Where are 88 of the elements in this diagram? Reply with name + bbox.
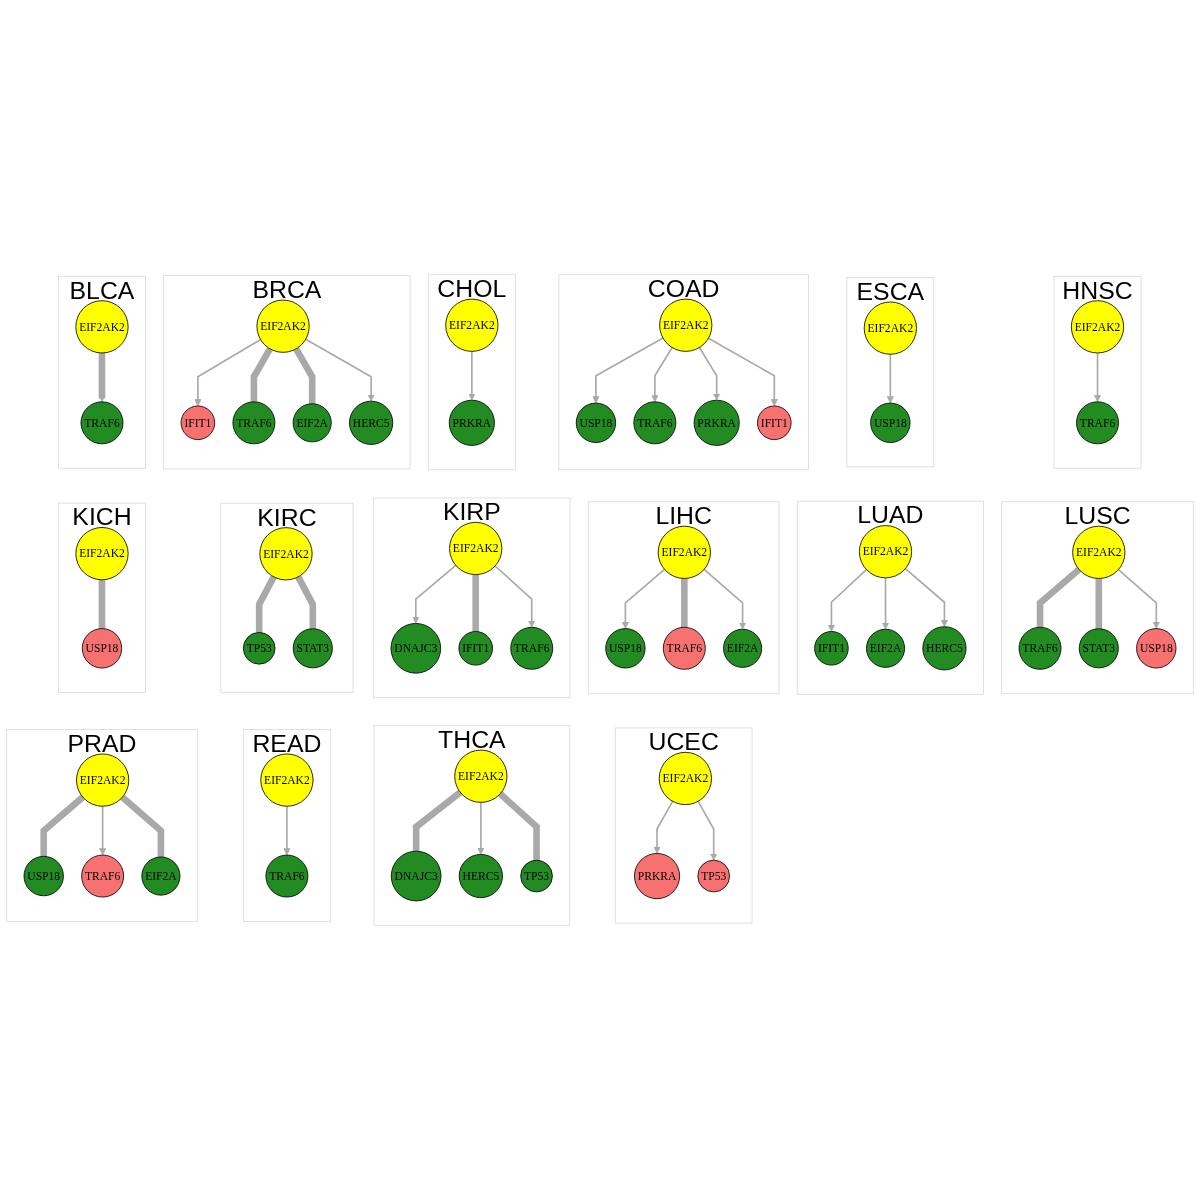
arrow — [698, 346, 721, 401]
node-circle: IFIT1 — [814, 631, 849, 666]
node-circle: USP18 — [605, 628, 646, 669]
arrow — [827, 568, 868, 632]
connector — [98, 579, 106, 629]
arrow — [653, 800, 674, 854]
node-circle: HERC5 — [458, 854, 503, 899]
node-circle: IFIT1 — [757, 405, 792, 441]
connector — [255, 575, 277, 633]
node-circle: USP18 — [1136, 628, 1177, 669]
arrow — [621, 568, 666, 629]
node-circle: TRAF6 — [510, 626, 554, 670]
node-circle: TRAF6 — [80, 401, 124, 445]
connector — [120, 794, 165, 857]
node-circle: EIF2AK2 — [858, 525, 913, 579]
node-circle: USP18 — [870, 402, 911, 443]
node-circle: EIF2AK2 — [256, 299, 310, 353]
node-circle: EIF2AK2 — [76, 753, 130, 807]
node-circle: STAT3 — [1078, 628, 1119, 669]
node-circle: EIF2AK2 — [863, 301, 917, 355]
node-circle: TRAF6 — [662, 626, 706, 670]
node-circle: EIF2AK2 — [454, 749, 508, 803]
node-circle: USP18 — [81, 628, 123, 669]
arrow — [592, 337, 664, 404]
node-circle: EIF2AK2 — [260, 753, 314, 807]
node-circle: EIF2AK2 — [259, 527, 313, 581]
node-circle: EIF2AK2 — [658, 751, 712, 806]
node-circle: TRAF6 — [633, 401, 677, 445]
arrow — [412, 564, 457, 624]
node-circle: EIF2AK2 — [1070, 300, 1125, 354]
arrow — [98, 353, 106, 403]
node-circle: USP18 — [23, 855, 64, 897]
node-circle: EIF2A — [141, 856, 181, 896]
arrow — [707, 337, 778, 407]
connector — [40, 794, 85, 857]
node-circle: TRAF6 — [81, 854, 125, 898]
arrow — [904, 567, 949, 627]
node-circle: IFIT1 — [458, 631, 493, 666]
connector — [1036, 566, 1082, 628]
arrow — [703, 568, 747, 630]
connector — [498, 791, 540, 861]
node-circle: EIF2A — [723, 628, 763, 668]
arrow — [651, 346, 673, 403]
node-circle: DNAJC3 — [390, 623, 442, 674]
arrow — [99, 805, 107, 856]
arrow — [1093, 352, 1102, 403]
arrow — [304, 338, 375, 402]
node-circle: EIF2AK2 — [657, 525, 711, 579]
connector — [412, 789, 463, 852]
arrow — [886, 353, 894, 404]
connector — [293, 347, 316, 404]
node-circle: TRAF6 — [1076, 401, 1119, 445]
node-circle: TP53 — [697, 859, 730, 893]
node-circle: PRKRA — [693, 399, 740, 446]
node-circle: EIF2A — [866, 628, 905, 668]
node-circle: USP18 — [575, 402, 617, 443]
node-circle: TP53 — [520, 859, 553, 893]
connector — [681, 578, 688, 628]
connector — [295, 575, 317, 629]
node-circle: EIF2A — [292, 403, 332, 443]
node-circle: HERC5 — [349, 400, 394, 445]
connector — [472, 574, 479, 632]
node-circle: TRAF6 — [232, 401, 276, 445]
node-circle: EIF2AK2 — [1072, 525, 1126, 579]
arrow — [468, 350, 476, 401]
node-circle: TRAF6 — [265, 854, 309, 898]
node-circle: PRKRA — [634, 853, 681, 900]
arrow — [283, 805, 291, 856]
node-circle: EIF2AK2 — [659, 298, 713, 352]
arrow — [697, 800, 718, 861]
node-circle: TRAF6 — [1018, 626, 1062, 670]
node-circle: EIF2AK2 — [75, 300, 129, 354]
arrow — [194, 338, 262, 407]
arrow — [1117, 568, 1160, 629]
node-circle: EIF2AK2 — [75, 527, 129, 581]
connector — [1095, 578, 1103, 629]
node-circle: PRKRA — [448, 399, 495, 446]
arrow — [477, 801, 485, 855]
node-circle: DNAJC3 — [390, 850, 442, 902]
node-circle: IFIT1 — [180, 405, 216, 441]
arrow — [494, 565, 536, 628]
node-circle: STAT3 — [292, 628, 333, 669]
arrow — [881, 577, 890, 630]
connector — [250, 347, 273, 402]
node-circle: EIF2AK2 — [449, 521, 503, 576]
node-circle: HERC5 — [922, 626, 967, 671]
node-circle: TP53 — [242, 632, 276, 665]
node-circle: EIF2AK2 — [445, 298, 499, 352]
